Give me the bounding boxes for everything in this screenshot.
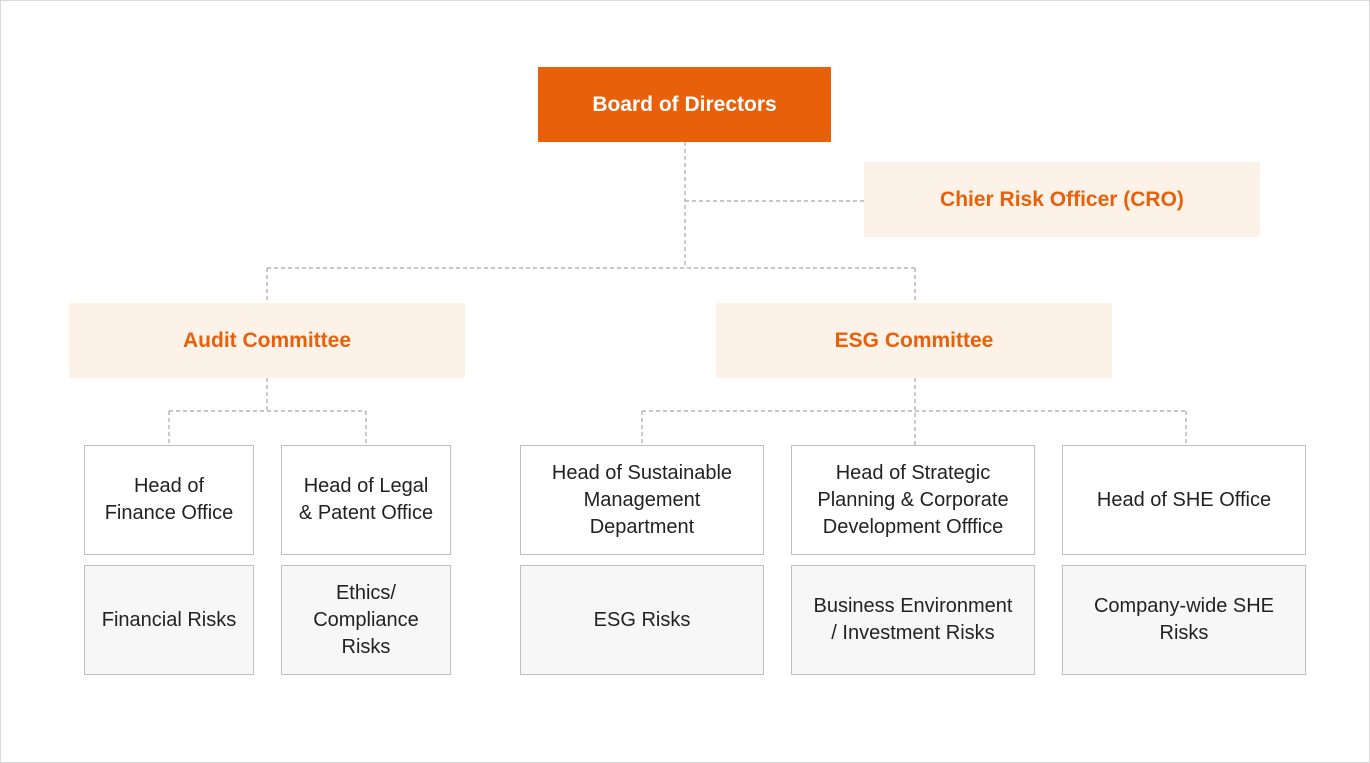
board-of-directors-label: Board of Directors [592,92,777,116]
business-investment-risks-label: Business Environment / Investment Risks [813,595,1013,644]
audit-committee-label: Audit Committee [183,328,351,352]
audit-committee-box: Audit Committee [69,303,465,378]
company-wide-she-risks-box: Company-wide SHE Risks [1062,565,1306,675]
cro-box: Chier Risk Officer (CRO) [864,162,1260,237]
ethics-compliance-risks-box: Ethics/ Compliance Risks [281,565,451,675]
head-sustainable-management-box: Head of Sustainable Management Departmen… [520,445,764,555]
esg-risks-label: ESG Risks [593,608,691,631]
ethics-compliance-risks-label: Ethics/ Compliance Risks [313,581,419,658]
esg-risks-box: ESG Risks [520,565,764,675]
head-legal-patent-office-box: Head of Legal & Patent Office [281,445,451,555]
head-she-office-label: Head of SHE Office [1096,488,1272,511]
esg-committee-box: ESG Committee [716,303,1112,378]
head-finance-office-box: Head of Finance Office [84,445,254,555]
esg-committee-label: ESG Committee [834,328,994,352]
company-wide-she-risks-label: Company-wide SHE Risks [1093,595,1275,644]
financial-risks-label: Financial Risks [101,608,237,631]
head-strategic-planning-label: Head of Strategic Planning & Corporate D… [817,461,1009,538]
head-sustainable-management-label: Head of Sustainable Management Departmen… [551,461,733,538]
head-she-office-box: Head of SHE Office [1062,445,1306,555]
business-investment-risks-box: Business Environment / Investment Risks [791,565,1035,675]
financial-risks-box: Financial Risks [84,565,254,675]
head-strategic-planning-box: Head of Strategic Planning & Corporate D… [791,445,1035,555]
head-legal-patent-office-label: Head of Legal & Patent Office [298,475,434,524]
head-finance-office-label: Head of Finance Office [104,475,234,524]
board-of-directors-box: Board of Directors [538,67,831,142]
cro-label: Chier Risk Officer (CRO) [940,187,1184,211]
